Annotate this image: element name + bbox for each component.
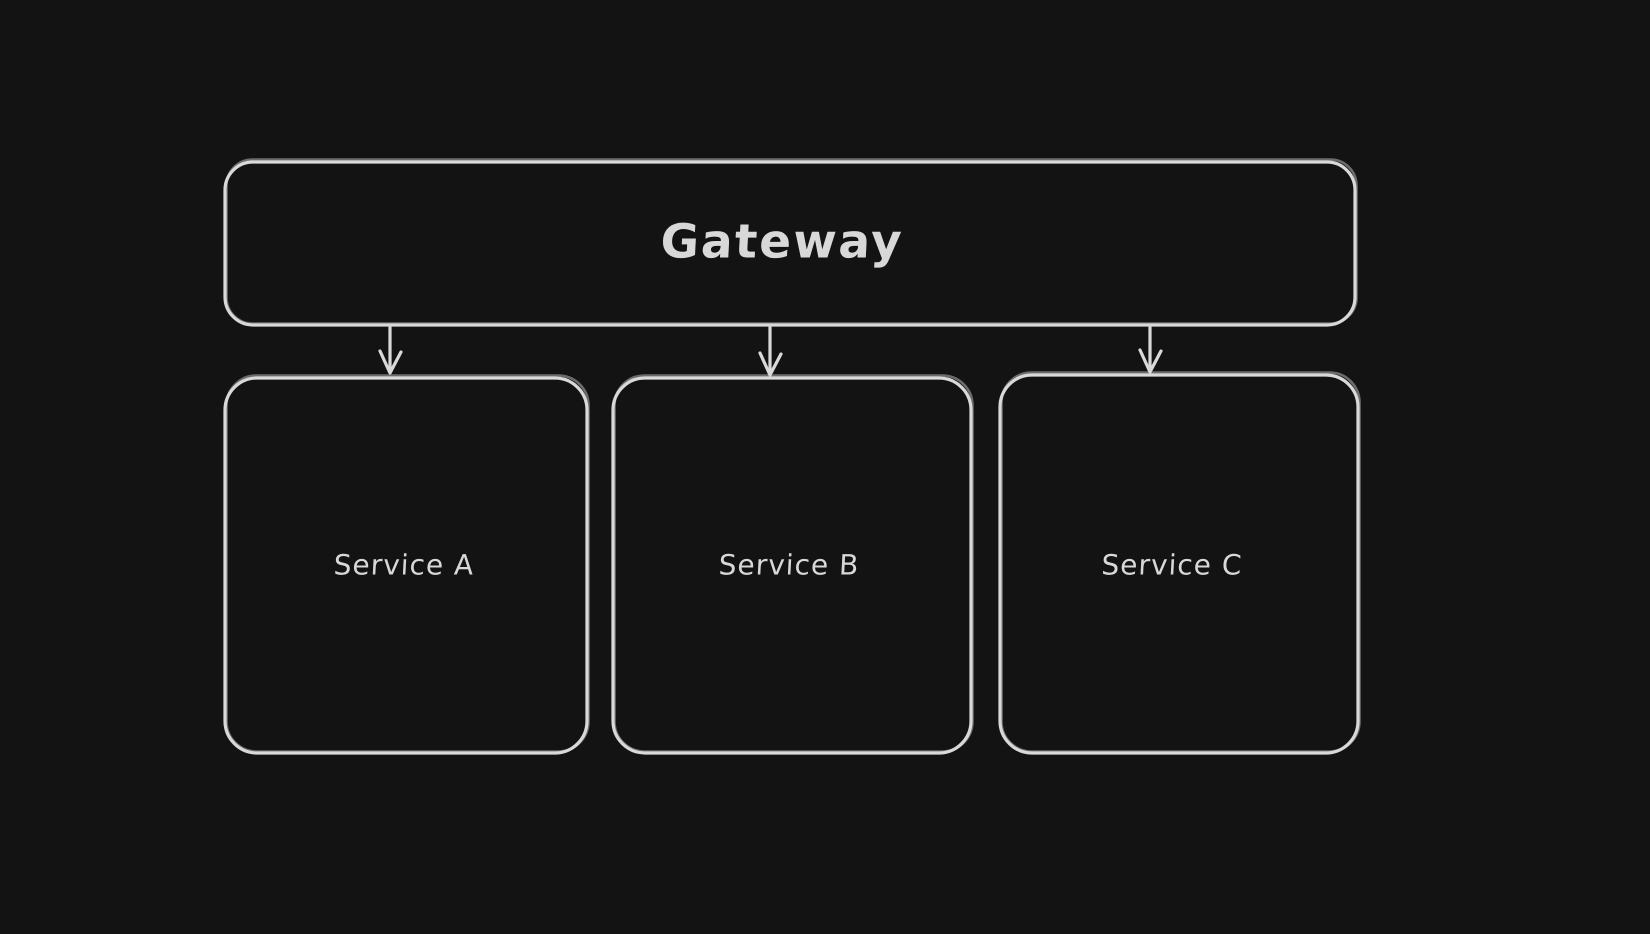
- service-b-node-label: Service B: [717, 548, 861, 582]
- service-c-node-label: Service C: [1100, 548, 1244, 582]
- arrow-b-head: [758, 351, 783, 377]
- gateway-box: [223, 160, 1357, 327]
- arrow-a-head: [378, 349, 403, 375]
- arrow-gateway-to-service-b: [758, 325, 783, 377]
- arrow-c-head: [1138, 348, 1163, 374]
- arrow-gateway-to-service-c: [1138, 325, 1163, 374]
- main-stroke-layer: [223, 160, 1360, 755]
- service-a-box: [223, 376, 589, 755]
- arrow-gateway-to-service-a: [378, 325, 403, 375]
- service-b-box: [611, 376, 973, 755]
- service-c-box: [998, 373, 1360, 755]
- service-a-node-label: Service A: [332, 548, 476, 582]
- gateway-node-label: Gateway: [659, 214, 905, 270]
